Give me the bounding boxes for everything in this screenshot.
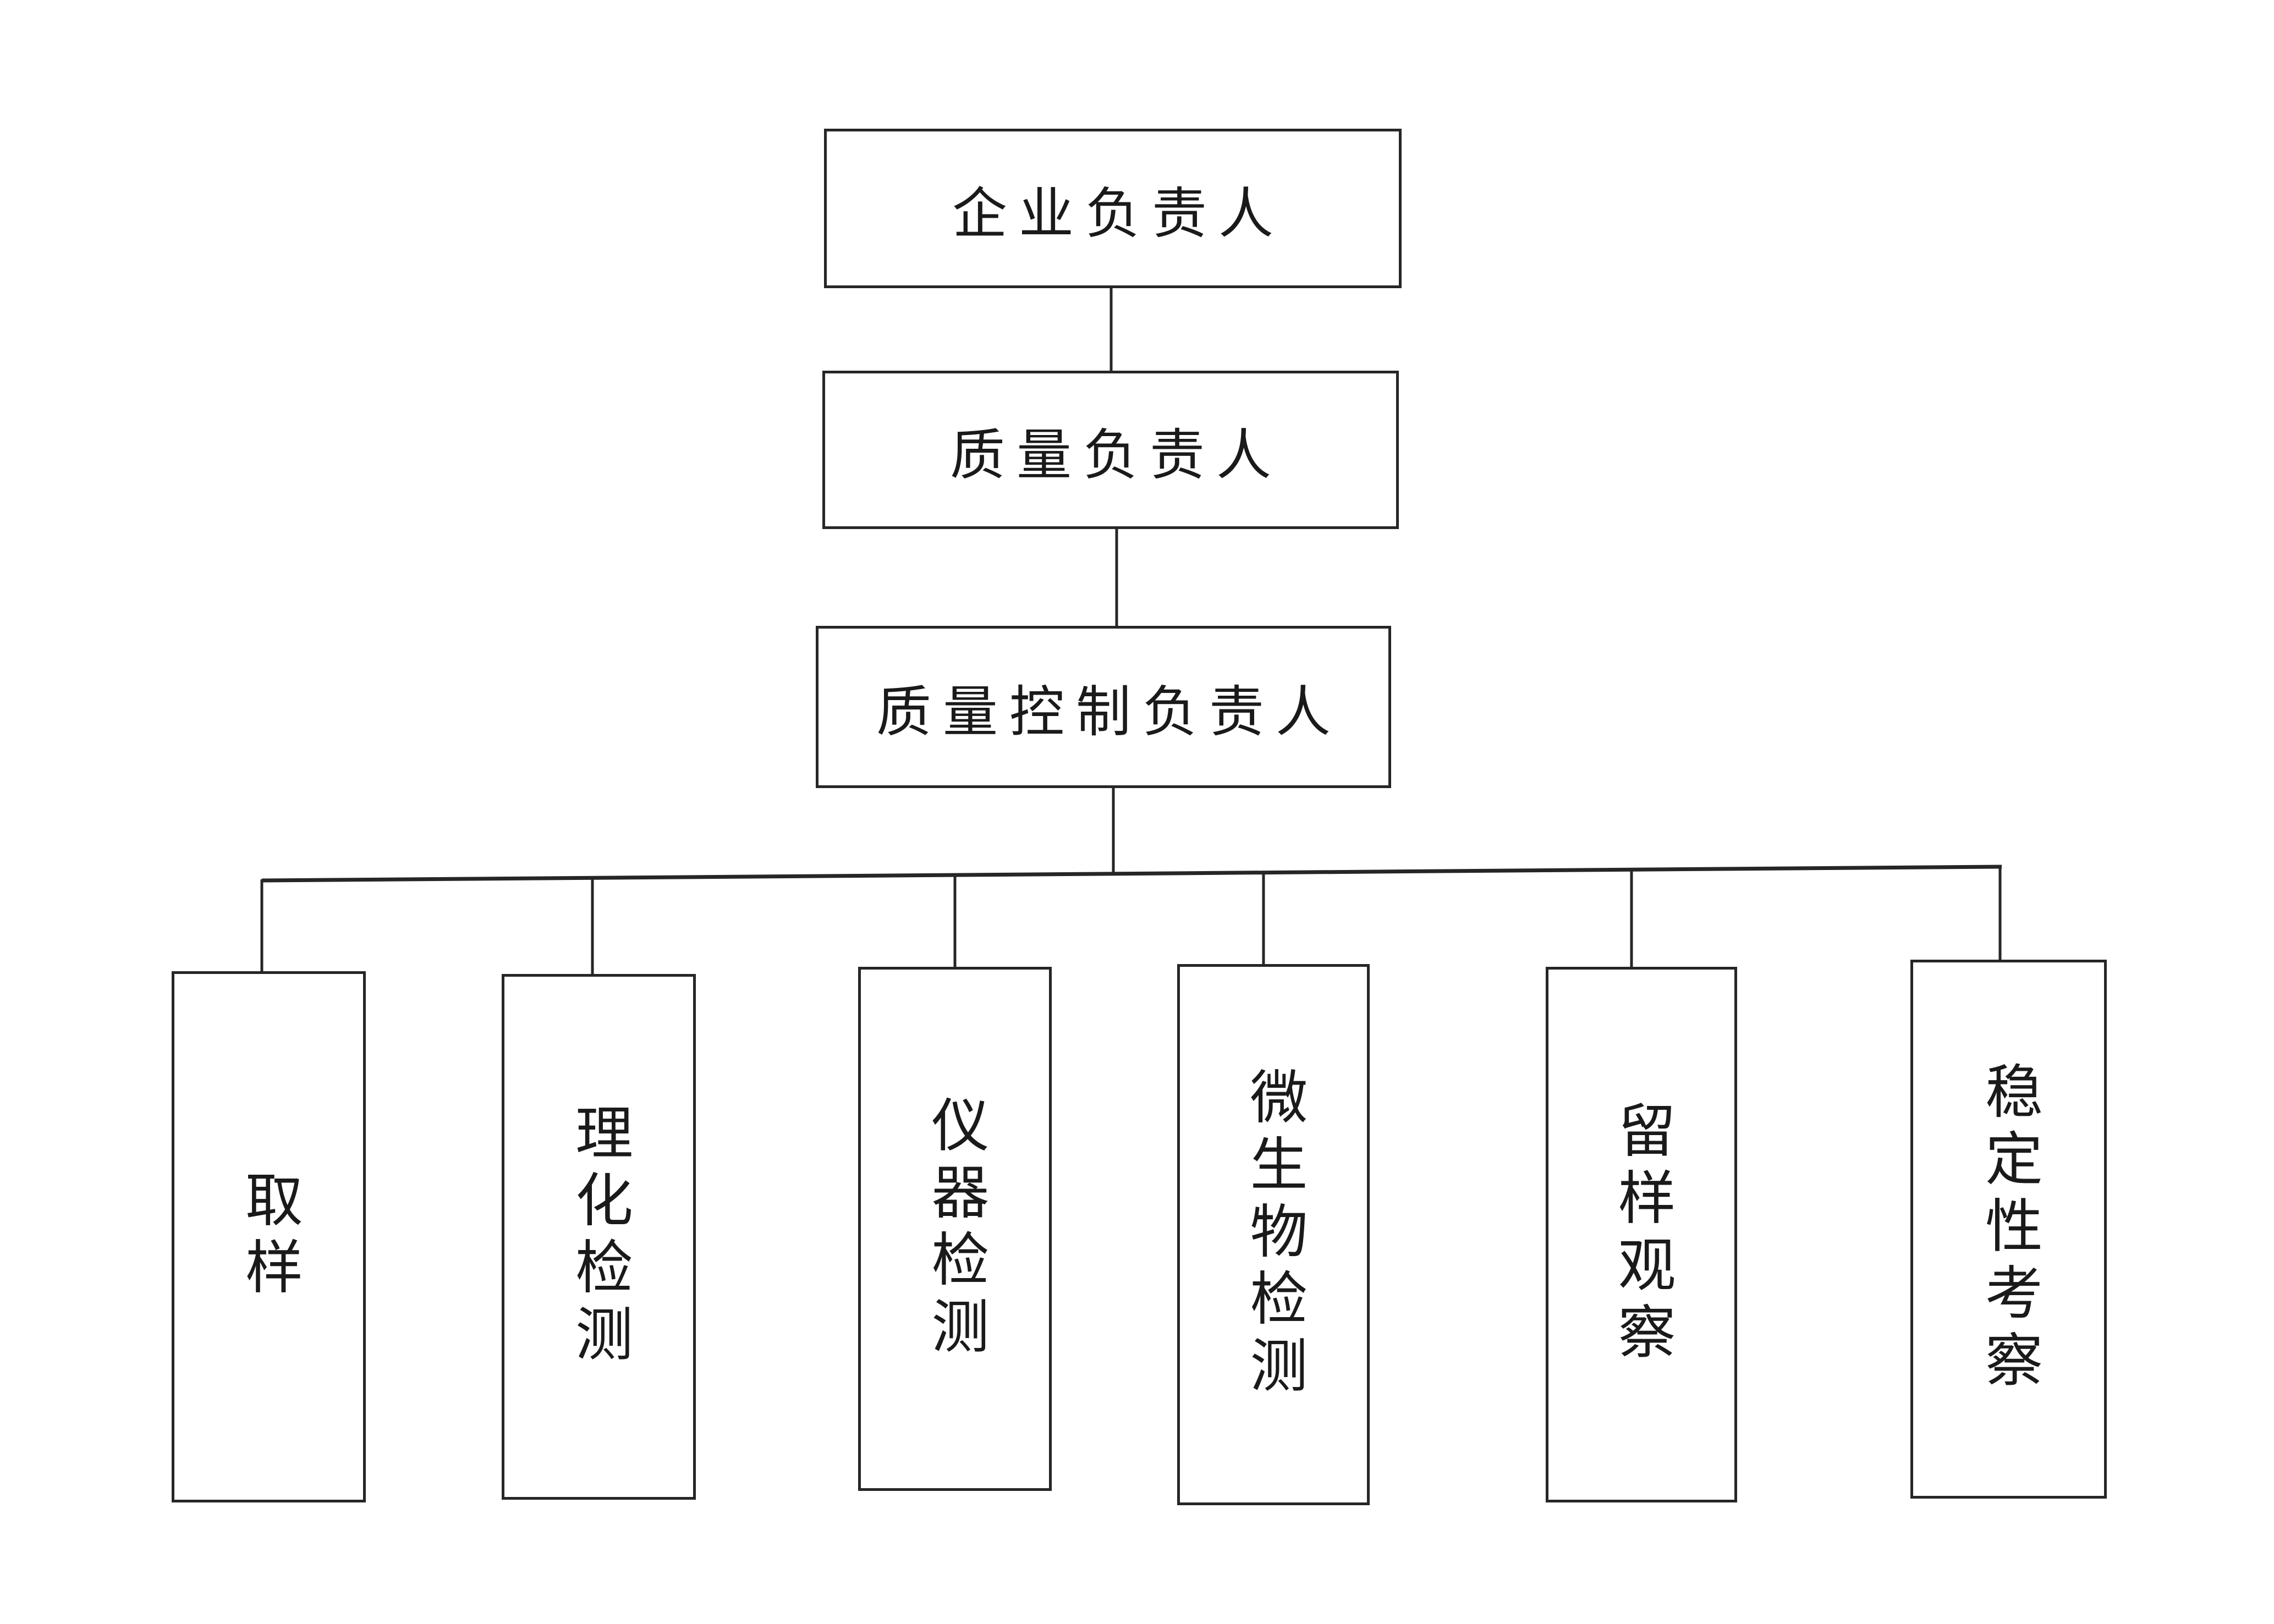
node-enterprise-head: 企业负责人	[824, 129, 1402, 288]
node-quality-head: 质量负责人	[822, 371, 1399, 529]
node-stability-study: 稳定性考察	[1910, 960, 2107, 1499]
node-sampling: 取样	[172, 971, 366, 1502]
node-stability-study-label: 稳定性考察	[1976, 1061, 2041, 1397]
node-microbiological-testing: 微生物检测	[1177, 964, 1370, 1505]
node-sampling-label: 取样	[237, 1170, 301, 1304]
node-physicochemical-testing: 理化检测	[502, 974, 696, 1500]
node-microbiological-testing-label: 微生物检测	[1242, 1067, 1306, 1402]
node-quality-head-label: 质量负责人	[950, 425, 1283, 486]
node-retained-sample-observation-label: 留样观察	[1610, 1100, 1674, 1369]
node-quality-control-head: 质量控制负责人	[816, 626, 1391, 788]
node-quality-control-head-label: 质量控制负责人	[876, 682, 1342, 743]
node-enterprise-head-label: 企业负责人	[952, 183, 1285, 245]
connector-rail	[261, 865, 2002, 883]
node-instrument-testing: 仪器检测	[858, 967, 1052, 1491]
node-retained-sample-observation: 留样观察	[1546, 967, 1737, 1502]
node-instrument-testing-label: 仪器检测	[923, 1094, 987, 1363]
node-physicochemical-testing-label: 理化检测	[567, 1103, 631, 1371]
